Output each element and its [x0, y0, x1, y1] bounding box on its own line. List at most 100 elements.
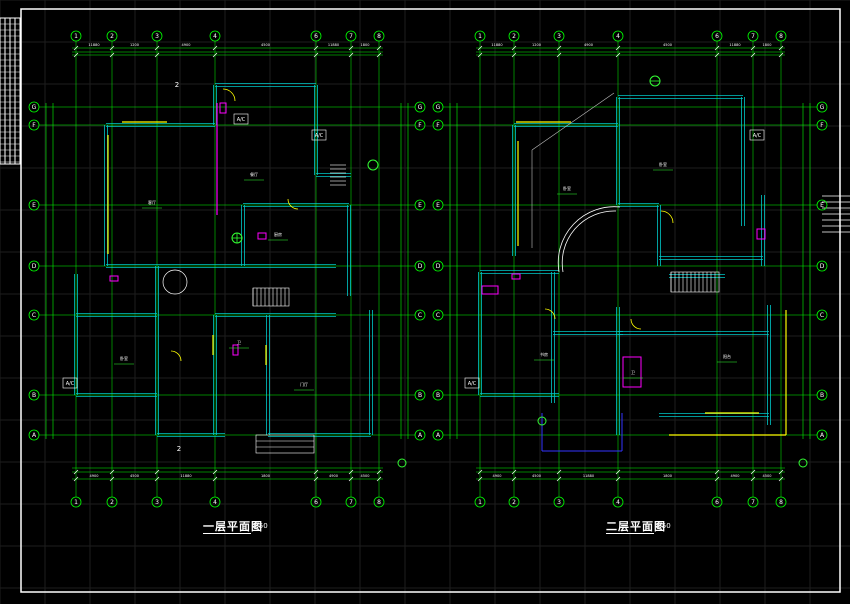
dimension-tick [556, 469, 562, 475]
dimension-tick [109, 45, 115, 51]
dimension-tick [556, 45, 562, 51]
dimension-text: 4500 [763, 474, 772, 478]
axis-bubble-left [28, 119, 40, 131]
axis-bubble-right [414, 119, 426, 131]
ac-unit-label: A/C [315, 133, 324, 139]
drawing-frame [0, 8, 841, 593]
second-floor-scale: 1:50 [655, 522, 671, 530]
dimension-tick [714, 45, 720, 51]
dimension-tick [212, 52, 218, 58]
axis-bubble-top [612, 30, 624, 42]
axis-bubble-bottom [508, 496, 520, 508]
axis-bubble-bottom [70, 496, 82, 508]
dimension-tick [750, 469, 756, 475]
dimension-tick [73, 52, 79, 58]
dimension-tick [477, 469, 483, 475]
room-tag: 卧室 [120, 355, 128, 361]
axis-bubble-left-label: D [436, 263, 441, 270]
axis-bubble-left [28, 389, 40, 401]
binding-strip-ticks [0, 23, 20, 163]
axis-bubble-top-label: 3 [557, 33, 561, 40]
dimension-tick [154, 52, 160, 58]
room-tag: 门厅 [300, 381, 308, 387]
dimension-tick [615, 476, 621, 482]
dimension-tick [778, 45, 784, 51]
room-tag: 客厅 [148, 199, 156, 205]
axis-bubble-right-label: E [820, 202, 824, 209]
axis-bubble-bottom-label: 7 [349, 499, 353, 506]
axis-bubble-top-label: 2 [512, 33, 516, 40]
axis-bubble-bottom [775, 496, 787, 508]
fixture [511, 273, 521, 280]
section-symbol [397, 458, 407, 468]
dimension-tick [376, 476, 382, 482]
dimension-tick [73, 476, 79, 482]
axis-bubble-left-label: B [32, 392, 36, 399]
dimension-text: 4900 [584, 43, 593, 47]
dimension-tick [212, 45, 218, 51]
section-symbol [537, 416, 547, 426]
ac-unit-box [311, 129, 327, 141]
axis-bubble-right-label: D [820, 263, 825, 270]
room-tag: 卫 [237, 340, 241, 345]
dimension-tick [376, 469, 382, 475]
axis-bubble-right [414, 429, 426, 441]
dimension-text: 11880 [328, 43, 339, 47]
axis-bubble-bottom-label: 4 [616, 499, 620, 506]
axis-bubble-top [310, 30, 322, 42]
second-floor-walls [478, 95, 771, 435]
axis-bubble-top-label: 7 [349, 33, 353, 40]
dimension-tick [313, 469, 319, 475]
dimension-text: 4500 [261, 43, 270, 47]
second-floor-title: 二层平面图 [606, 520, 666, 533]
axis-bubble-top-label: 8 [779, 33, 783, 40]
stair-outline [670, 271, 720, 293]
dimension-tick [615, 45, 621, 51]
axis-bubble-right [414, 260, 426, 272]
axis-bubble-bottom [711, 496, 723, 508]
dimension-tick [778, 476, 784, 482]
second-floor-title-underline [606, 533, 654, 534]
axis-bubble-right [816, 389, 828, 401]
axis-bubble-top [373, 30, 385, 42]
ac-unit-box [464, 377, 480, 389]
axis-bubble-left [432, 429, 444, 441]
ac-unit-box [62, 377, 78, 389]
dimension-tick [511, 469, 517, 475]
axis-bubble-top [106, 30, 118, 42]
ac-unit-label: A/C [753, 133, 762, 139]
section-mark: 2 [177, 445, 181, 453]
axis-bubble-bottom-label: 4 [213, 499, 217, 506]
dimension-tick [212, 476, 218, 482]
axis-bubble-top-label: 1 [478, 33, 482, 40]
axis-bubble-bottom-label: 7 [751, 499, 755, 506]
axis-bubble-right [816, 309, 828, 321]
room-tag: 卧室 [563, 185, 571, 191]
axis-bubble-left-label: G [32, 104, 37, 111]
dimension-tick [348, 45, 354, 51]
axis-bubble-top [345, 30, 357, 42]
dimension-tick [714, 476, 720, 482]
axis-bubble-left-label: G [436, 104, 441, 111]
dimension-text: 1800 [663, 474, 672, 478]
dimension-tick [556, 52, 562, 58]
ground-floor-plan: 1188049001200450049001188045001800118804… [28, 30, 426, 508]
axis-bubble-bottom [345, 496, 357, 508]
axis-bubble-right [816, 429, 828, 441]
room-tag: 餐厅 [250, 171, 258, 177]
edge-marks-right [822, 195, 850, 233]
door-swing [170, 350, 182, 362]
bathroom-fixtures [622, 356, 642, 388]
dimension-text: 4900 [493, 474, 502, 478]
section-symbol [367, 159, 379, 171]
axis-bubble-bottom [553, 496, 565, 508]
dimension-tick [313, 45, 319, 51]
fixture [257, 232, 267, 240]
axis-bubble-top [711, 30, 723, 42]
axis-bubble-top-label: 7 [751, 33, 755, 40]
axis-bubble-bottom [310, 496, 322, 508]
axis-bubble-bottom-label: 3 [557, 499, 561, 506]
axis-bubble-top-label: 6 [314, 33, 318, 40]
dimension-tick [109, 476, 115, 482]
